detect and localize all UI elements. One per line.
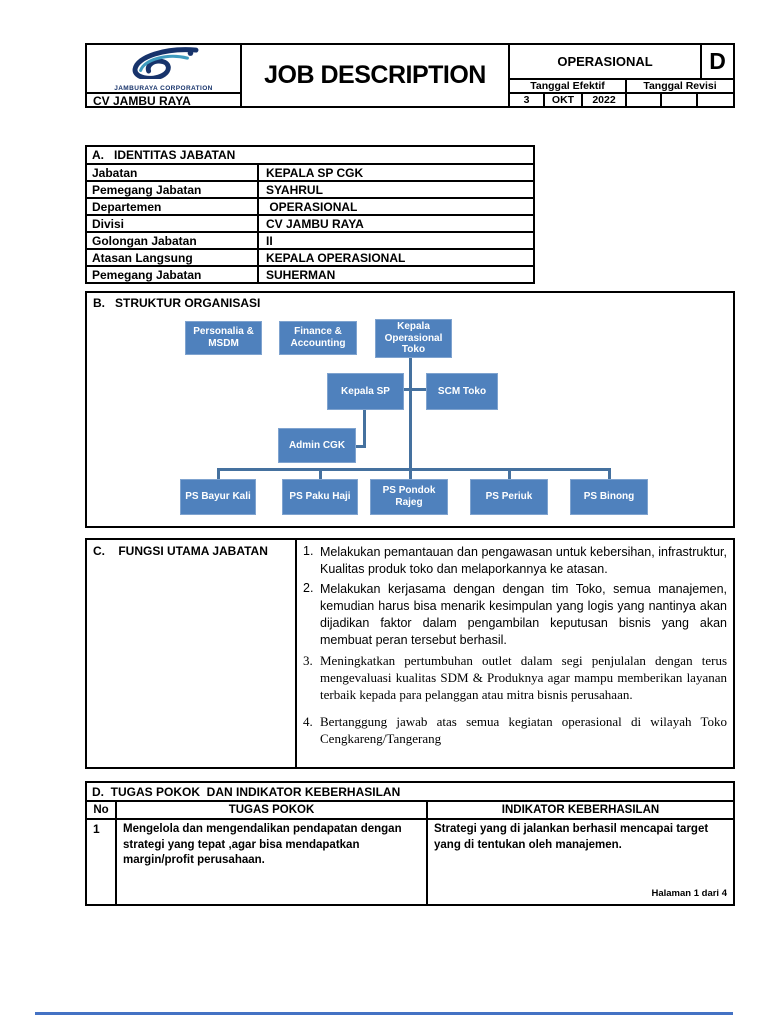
connector-drop-ps4	[508, 468, 511, 479]
org-node-personalia: Personalia & MSDM	[185, 321, 262, 355]
cell-indikator: Strategi yang di jalankan berhasil menca…	[428, 820, 733, 904]
doc-code: D	[700, 45, 733, 78]
list-item: 4. Bertanggung jawab atas semua kegiatan…	[303, 713, 727, 747]
item-text: Meningkatkan pertumbuhan outlet dalam se…	[320, 652, 727, 702]
connector-distribution-line	[217, 468, 611, 471]
row-value: OPERASIONAL	[257, 197, 535, 216]
revision-day	[627, 94, 662, 106]
row-value: II	[257, 231, 535, 250]
revision-date-label: Tanggal Revisi	[643, 80, 717, 92]
effective-month: OKT	[545, 94, 583, 106]
org-node-kepala-sp: Kepala SP	[327, 373, 404, 410]
row-value: SUHERMAN	[257, 265, 535, 284]
connector-drop-ps1	[217, 468, 220, 479]
org-node-admin-cgk: Admin CGK	[278, 428, 356, 463]
org-node-ps-pondok-rajeg: PS Pondok Rajeg	[370, 479, 448, 515]
document-title: JOB DESCRIPTION	[242, 45, 510, 106]
cell-tugas: Mengelola dan mengendalikan pendapatan d…	[117, 820, 428, 904]
identitas-jabatan-table: A. IDENTITAS JABATAN Jabatan KEPALA SP C…	[85, 145, 535, 284]
table-row: Golongan Jabatan II	[85, 231, 535, 250]
effective-day: 3	[510, 94, 545, 106]
struktur-organisasi-section: B. STRUKTUR ORGANISASI Personalia & MSDM…	[85, 291, 735, 528]
logo-area: JAMBURAYA CORPORATION	[87, 45, 240, 92]
item-number: 1.	[303, 544, 314, 558]
table-row: Pemegang Jabatan SYAHRUL	[85, 180, 535, 199]
effective-date-label: Tanggal Efektif	[510, 80, 627, 92]
org-node-ps-paku-haji: PS Paku Haji	[282, 479, 358, 515]
document-header: JAMBURAYA CORPORATION CV JAMBU RAYA JOB …	[85, 43, 735, 108]
item-text: Melakukan kerjasama dengan dengan tim To…	[320, 581, 727, 648]
table-row: Departemen OPERASIONAL	[85, 197, 535, 216]
fungsi-utama-section: C. FUNGSI UTAMA JABATAN 1. Melakukan pem…	[85, 538, 735, 769]
header-meta: OPERASIONAL D Tanggal Efektif Tanggal Re…	[510, 45, 733, 106]
page-number: Halaman 1 dari 4	[651, 888, 727, 900]
jamburaya-logo-icon	[126, 47, 202, 84]
column-header-no: No	[87, 802, 117, 818]
item-text: Bertanggung jawab atas semua kegiatan op…	[320, 713, 727, 747]
cell-no: 1	[87, 820, 117, 904]
org-node-finance: Finance & Accounting	[279, 321, 357, 355]
list-item: 3. Meningkatkan pertumbuhan outlet dalam…	[303, 652, 727, 703]
connector-kepala-sp-down-line	[363, 410, 366, 448]
item-number: 4.	[303, 713, 313, 729]
row-value: KEPALA OPERASIONAL	[257, 248, 535, 267]
row-label: Golongan Jabatan	[85, 231, 259, 250]
item-number: 3.	[303, 652, 313, 668]
connector-drop-ps2	[319, 468, 322, 479]
row-label: Pemegang Jabatan	[85, 180, 259, 199]
corporation-name: JAMBURAYA CORPORATION	[114, 85, 213, 92]
section-c-content: 1. Melakukan pemantauan dan pengawasan u…	[297, 540, 733, 767]
revision-month	[662, 94, 698, 106]
org-node-kepala-operasional-toko: Kepala Operasional Toko	[375, 319, 452, 358]
item-text: Melakukan pemantauan dan pengawasan untu…	[320, 545, 727, 577]
connector-kepala-sp-scm-line	[404, 388, 426, 391]
table-row: Pemegang Jabatan SUHERMAN	[85, 265, 535, 284]
department-label: OPERASIONAL	[557, 54, 653, 69]
connector-admin-elbow-line	[356, 445, 366, 448]
section-c-title: C. FUNGSI UTAMA JABATAN	[87, 540, 297, 767]
connector-drop-ps5	[608, 468, 611, 479]
list-item: 2. Melakukan kerjasama dengan dengan tim…	[303, 581, 727, 650]
revision-year	[698, 94, 733, 106]
row-label: Divisi	[85, 214, 259, 233]
row-value: CV JAMBU RAYA	[257, 214, 535, 233]
item-number: 2.	[303, 580, 314, 595]
tugas-pokok-section: D. TUGAS POKOK DAN INDIKATOR KEBERHASILA…	[85, 781, 735, 906]
section-b-title: B. STRUKTUR ORGANISASI	[93, 296, 261, 310]
company-name: CV JAMBU RAYA	[87, 92, 240, 108]
row-value: SYAHRUL	[257, 180, 535, 199]
row-label: Jabatan	[85, 163, 259, 182]
row-value: KEPALA SP CGK	[257, 163, 535, 182]
section-d-title: D. TUGAS POKOK DAN INDIKATOR KEBERHASILA…	[87, 783, 733, 802]
column-header-indikator: INDIKATOR KEBERHASILAN	[501, 804, 660, 816]
section-a-title: A. IDENTITAS JABATAN	[85, 145, 535, 165]
row-label: Departemen	[85, 197, 259, 216]
table-row: Jabatan KEPALA SP CGK	[85, 163, 535, 182]
connector-trunk-line	[409, 357, 412, 479]
row-label: Atasan Langsung	[85, 248, 259, 267]
section-d-header-row: No TUGAS POKOK INDIKATOR KEBERHASILAN	[87, 802, 733, 820]
column-header-tugas: TUGAS POKOK	[117, 802, 428, 818]
table-row: 1 Mengelola dan mengendalikan pendapatan…	[87, 820, 733, 904]
indikator-text: Strategi yang di jalankan berhasil menca…	[434, 823, 709, 851]
row-label: Pemegang Jabatan	[85, 265, 259, 284]
table-row: Atasan Langsung KEPALA OPERASIONAL	[85, 248, 535, 267]
logo-cell: JAMBURAYA CORPORATION CV JAMBU RAYA	[87, 45, 242, 108]
list-item: 1. Melakukan pemantauan dan pengawasan u…	[303, 544, 727, 579]
org-node-ps-bayur-kali: PS Bayur Kali	[180, 479, 256, 515]
org-node-scm-toko: SCM Toko	[426, 373, 498, 410]
org-node-ps-binong: PS Binong	[570, 479, 648, 515]
page-break-line	[35, 1012, 733, 1015]
effective-year: 2022	[583, 94, 627, 106]
table-row: Divisi CV JAMBU RAYA	[85, 214, 535, 233]
org-node-ps-periuk: PS Periuk	[470, 479, 548, 515]
